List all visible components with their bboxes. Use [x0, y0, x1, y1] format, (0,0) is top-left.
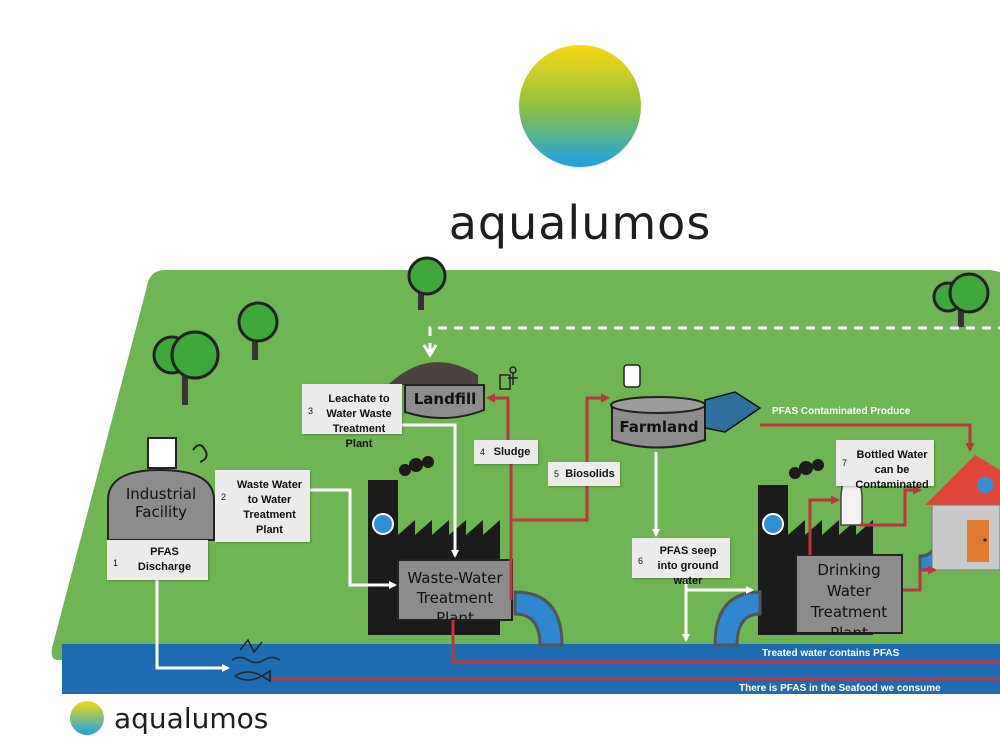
note-text: Waste Water to Water Treatment Plant [236, 479, 303, 536]
wwtp-label: Waste-Water Treatment Plant [407, 569, 503, 620]
house-icon [925, 455, 1000, 571]
note-number: 6 [638, 556, 644, 566]
footer-logo: aqualumos [70, 701, 268, 735]
farmland-label: Farmland [619, 418, 699, 436]
note-number: 3 [308, 406, 314, 416]
note-text: Biosolids [565, 468, 615, 480]
note-text: PFAS Discharge [137, 546, 192, 573]
fish-icon [231, 638, 281, 683]
smoke-icon [192, 444, 208, 463]
landfill-label: Landfill [413, 390, 477, 408]
industrial-facility-shape [107, 468, 215, 541]
produce-label: PFAS Contaminated Produce [772, 406, 911, 417]
dashed-return-path [428, 326, 1000, 352]
footer-wordmark: aqualumos [114, 701, 269, 735]
note-text: PFAS seep into ground water [657, 545, 719, 587]
note-number: 1 [113, 558, 119, 568]
seafood-label: There is PFAS in the Seafood we consume [739, 683, 941, 694]
recycle-people-icon [499, 366, 518, 390]
note-groundwater-seep: 6 PFAS seep into ground water [632, 538, 730, 587]
greenhouse-icon [704, 391, 762, 433]
sun-logo-icon [519, 45, 641, 167]
note-bottled-water: 7 Bottled Water can be Contaminated [836, 440, 934, 491]
note-number: 5 [554, 469, 560, 479]
note-number: 4 [480, 447, 486, 457]
footer-sun-icon [70, 701, 104, 735]
note-text: Sludge [493, 446, 531, 458]
treated-water-label: Treated water contains PFAS [762, 648, 900, 659]
tree-icon [152, 256, 990, 405]
note-leachate: 3 Leachate to Water Waste Treatment Plan… [302, 384, 402, 450]
industrial-facility-label: Industrial Facility [125, 485, 197, 521]
landfill-mound [388, 362, 478, 385]
red-flow-arrows [272, 393, 1000, 681]
note-number: 7 [842, 458, 848, 468]
landfill-shape [404, 384, 485, 419]
dwtp-label: Drinking Water Treatment Plant [810, 561, 888, 633]
factory-building-icon [147, 437, 177, 469]
plant-jar-icon [623, 364, 641, 388]
note-wastewater-to-plant: 2 Waste Water to Water Treatment Plant [215, 470, 310, 542]
white-flow-arrows [155, 423, 754, 672]
note-sludge: 4 Sludge [474, 440, 538, 464]
wwtp-box [397, 559, 513, 621]
dwtp-box [795, 554, 903, 634]
note-number: 2 [221, 492, 227, 502]
note-pfas-discharge: 1 PFAS Discharge [107, 540, 208, 580]
note-text: Leachate to Water Waste Treatment Plant [326, 393, 392, 450]
brand-wordmark: aqualumos [448, 196, 712, 250]
note-biosolids: 5 Biosolids [548, 462, 620, 486]
note-text: Bottled Water can be Contaminated [855, 449, 929, 491]
farmland-shape [611, 404, 706, 449]
